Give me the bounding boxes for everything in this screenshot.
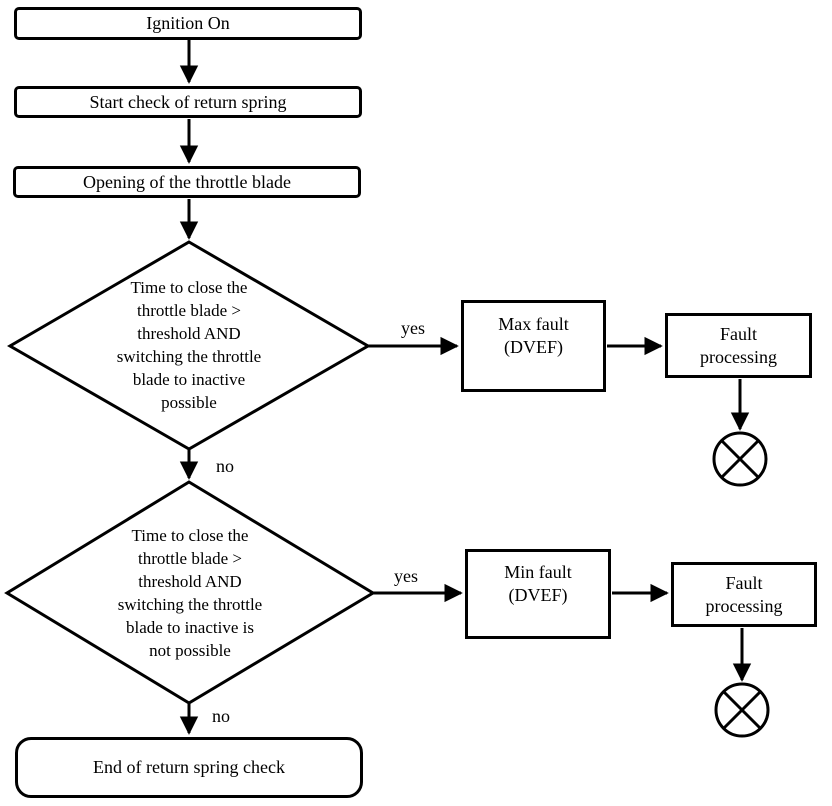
decision-line: possible <box>161 393 217 412</box>
end-circle-1-x <box>720 439 760 479</box>
decision-line: threshold AND <box>137 324 241 343</box>
node-opening-throttle-blade: Opening of the throttle blade <box>13 166 361 198</box>
decision-line: blade to inactive is <box>126 618 254 637</box>
decision-min-fault-text: Time to close the throttle blade > thres… <box>75 520 305 666</box>
decision-line: threshold AND <box>138 572 242 591</box>
node-label-line: Fault <box>725 572 763 593</box>
decision-max-fault-text: Time to close the throttle blade > thres… <box>74 272 304 418</box>
node-label: Ignition On <box>146 13 230 33</box>
node-min-fault-dvef: Min fault (DVEF) <box>465 549 611 639</box>
decision-line: not possible <box>149 641 231 660</box>
node-label: Opening of the throttle blade <box>83 171 291 192</box>
decision-line: switching the throttle <box>116 347 262 366</box>
decision-max-fault-diamond <box>7 240 371 451</box>
node-label-line: Max fault <box>498 314 569 334</box>
circle-x-terminators <box>712 431 770 738</box>
decision-min-fault-diamond <box>4 480 376 705</box>
node-label-line: processing <box>705 595 783 616</box>
node-start-check: Start check of return spring <box>14 86 362 118</box>
decision-line: throttle blade > <box>137 549 242 568</box>
decision-line: blade to inactive <box>132 370 246 389</box>
edge-label-yes-2: yes <box>394 566 418 586</box>
node-fault-processing-1: Fault processing <box>665 313 812 378</box>
decision-line: switching the throttle <box>117 595 263 614</box>
node-label-line: (DVEF) <box>504 337 563 357</box>
node-label-line: Fault <box>719 323 757 344</box>
end-circle-2-x <box>722 690 762 730</box>
connector-arrows <box>179 40 752 735</box>
node-max-fault-dvef: Max fault (DVEF) <box>461 300 606 392</box>
edge-label-yes-1: yes <box>401 318 425 338</box>
node-fault-processing-2: Fault processing <box>671 562 817 627</box>
node-label: End of return spring check <box>93 757 285 777</box>
edge-label-no-1: no <box>216 456 234 476</box>
node-label-line: (DVEF) <box>508 585 568 605</box>
decision-line: throttle blade > <box>136 301 241 320</box>
node-label-line: processing <box>700 346 777 367</box>
node-label-line: Min fault <box>504 562 572 582</box>
decision-line: Time to close the <box>130 278 248 297</box>
edge-label-no-2: no <box>212 706 230 726</box>
node-ignition-on: Ignition On <box>14 7 362 40</box>
decision-line: Time to close the <box>131 526 249 545</box>
node-label: Start check of return spring <box>89 91 287 112</box>
node-end-return-spring-check: End of return spring check <box>15 737 363 798</box>
